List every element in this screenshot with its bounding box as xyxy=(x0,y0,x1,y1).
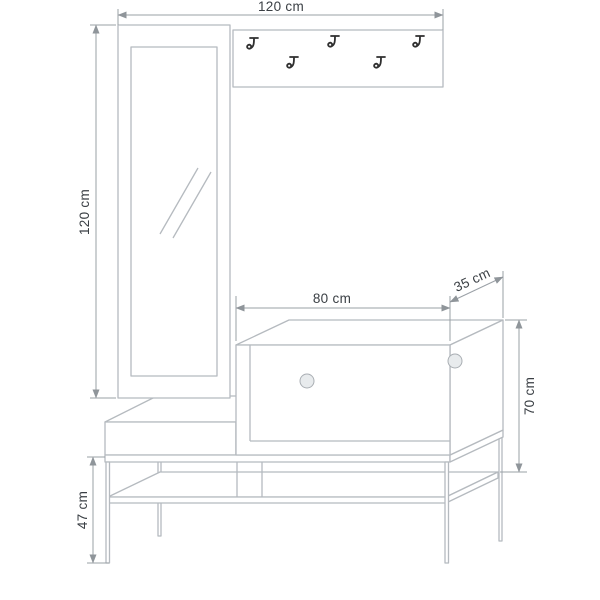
bench-leg-front-right xyxy=(444,461,450,564)
furniture-linework xyxy=(104,24,504,564)
bench-shelf-front xyxy=(107,496,447,504)
mirror-glass xyxy=(130,46,218,377)
dimension-line-cabinet-depth xyxy=(449,276,504,303)
cabinet-knobs xyxy=(299,353,463,389)
cabinet-front-face xyxy=(235,344,451,456)
dimension-lines xyxy=(87,9,527,564)
coat-hook-icon xyxy=(373,56,386,69)
bench-shelf-top xyxy=(107,471,499,498)
label-mirror-height: 120 cm xyxy=(77,189,92,235)
label-right-height: 70 cm xyxy=(522,377,537,415)
bench-leg-front-left xyxy=(105,461,111,564)
bench-leg-back-right xyxy=(498,436,503,542)
mirror-reflection-line-1 xyxy=(159,167,199,235)
label-cabinet-depth: 35 cm xyxy=(452,265,493,295)
coat-hook-icon xyxy=(412,35,425,48)
coat-hook-icon xyxy=(246,37,259,50)
coat-hooks xyxy=(246,35,425,69)
bench-top-front xyxy=(104,454,451,463)
label-cabinet-width: 80 cm xyxy=(313,291,351,306)
coat-hook-icon xyxy=(327,35,340,48)
cabinet-knob-left xyxy=(299,373,315,389)
label-bench-height: 47 cm xyxy=(75,491,90,529)
coat-hook-icon xyxy=(286,56,299,69)
bench-seat-front xyxy=(104,421,237,456)
label-top-width: 120 cm xyxy=(258,0,304,14)
cabinet-knob-right xyxy=(447,353,463,369)
coat-rack-panel xyxy=(232,29,444,88)
mirror-reflection-line-2 xyxy=(172,171,212,239)
